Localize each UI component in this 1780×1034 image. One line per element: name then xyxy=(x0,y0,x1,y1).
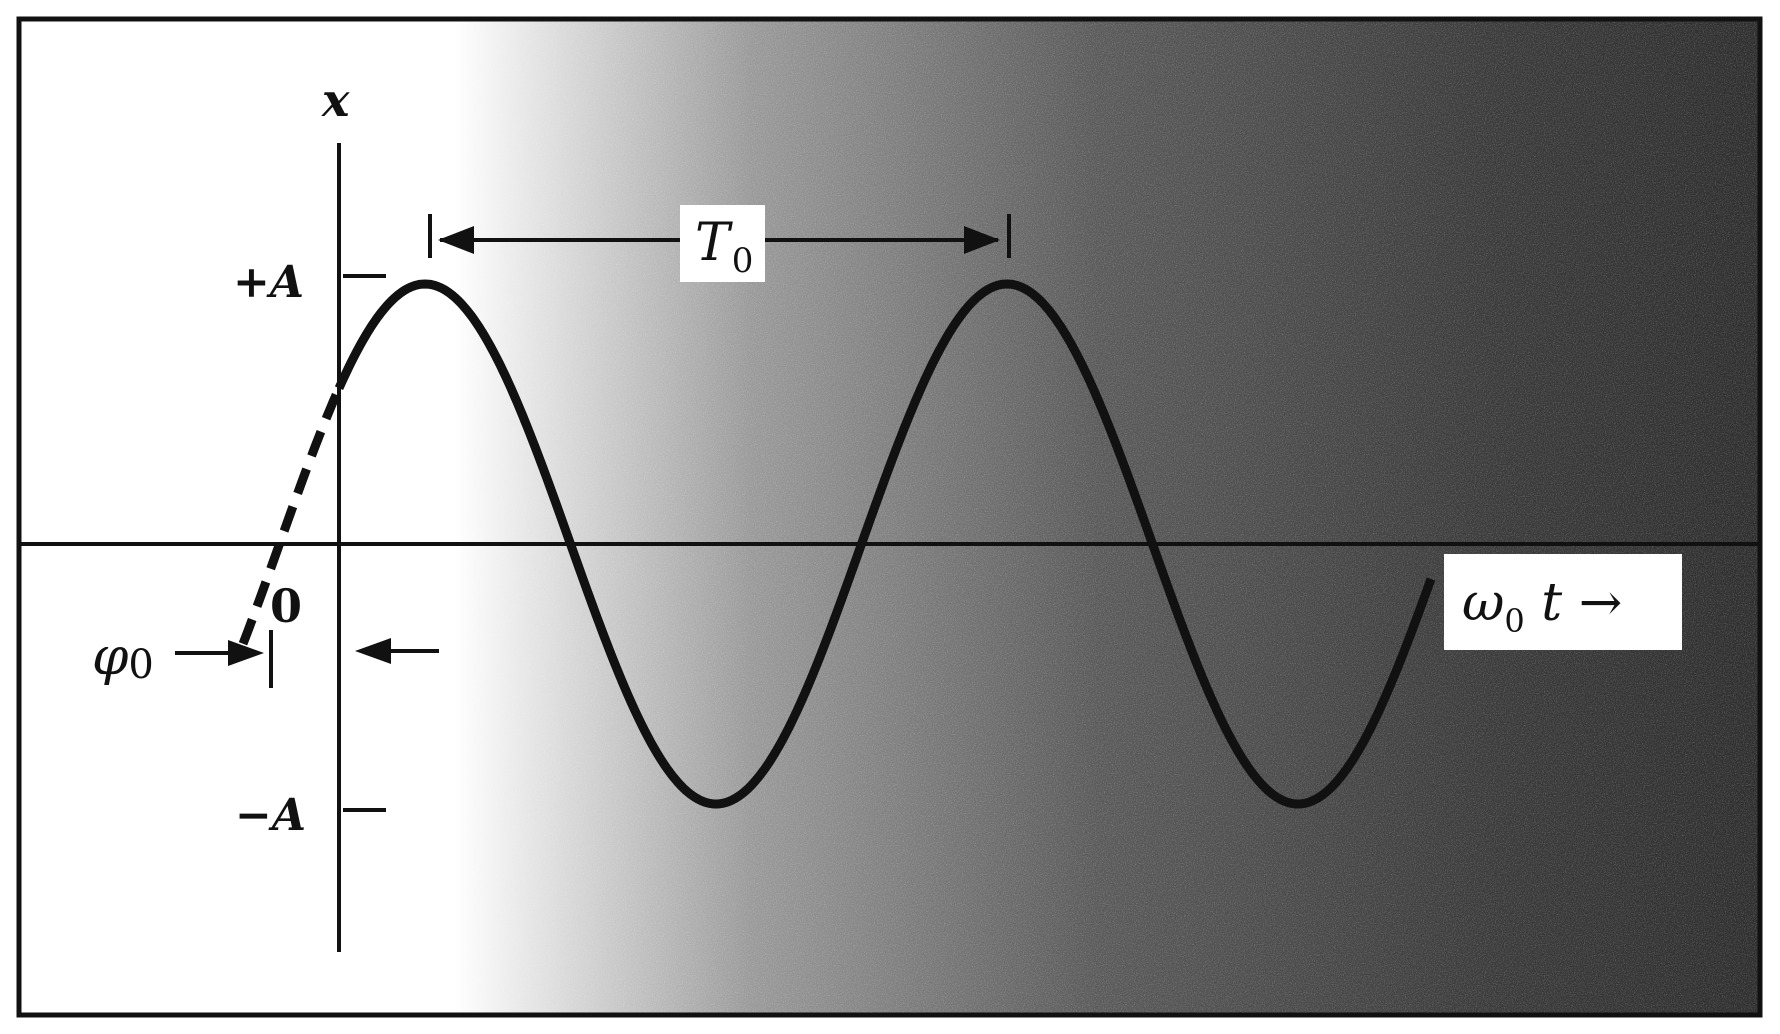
period-label-box xyxy=(680,205,765,282)
minus-a-label: −A xyxy=(235,790,306,841)
background xyxy=(21,21,1758,1013)
phase-marker: φ0 xyxy=(92,627,439,688)
period-label: T0 xyxy=(695,213,753,281)
figure-frame xyxy=(16,16,1763,1018)
curve-dashed-segment xyxy=(238,386,344,646)
origin-label: 0 xyxy=(270,579,302,633)
phase-label: φ0 xyxy=(92,627,154,688)
period-marker: T0 xyxy=(428,205,1011,282)
x-axis-label: x xyxy=(321,73,350,127)
curve-solid xyxy=(334,279,1436,809)
time-axis-label-group: ω0 t → xyxy=(1444,554,1682,650)
time-axis-label: ω0 t → xyxy=(1462,573,1622,640)
time-axis-label-box xyxy=(1444,554,1682,650)
plus-a-label: +A xyxy=(233,257,304,308)
